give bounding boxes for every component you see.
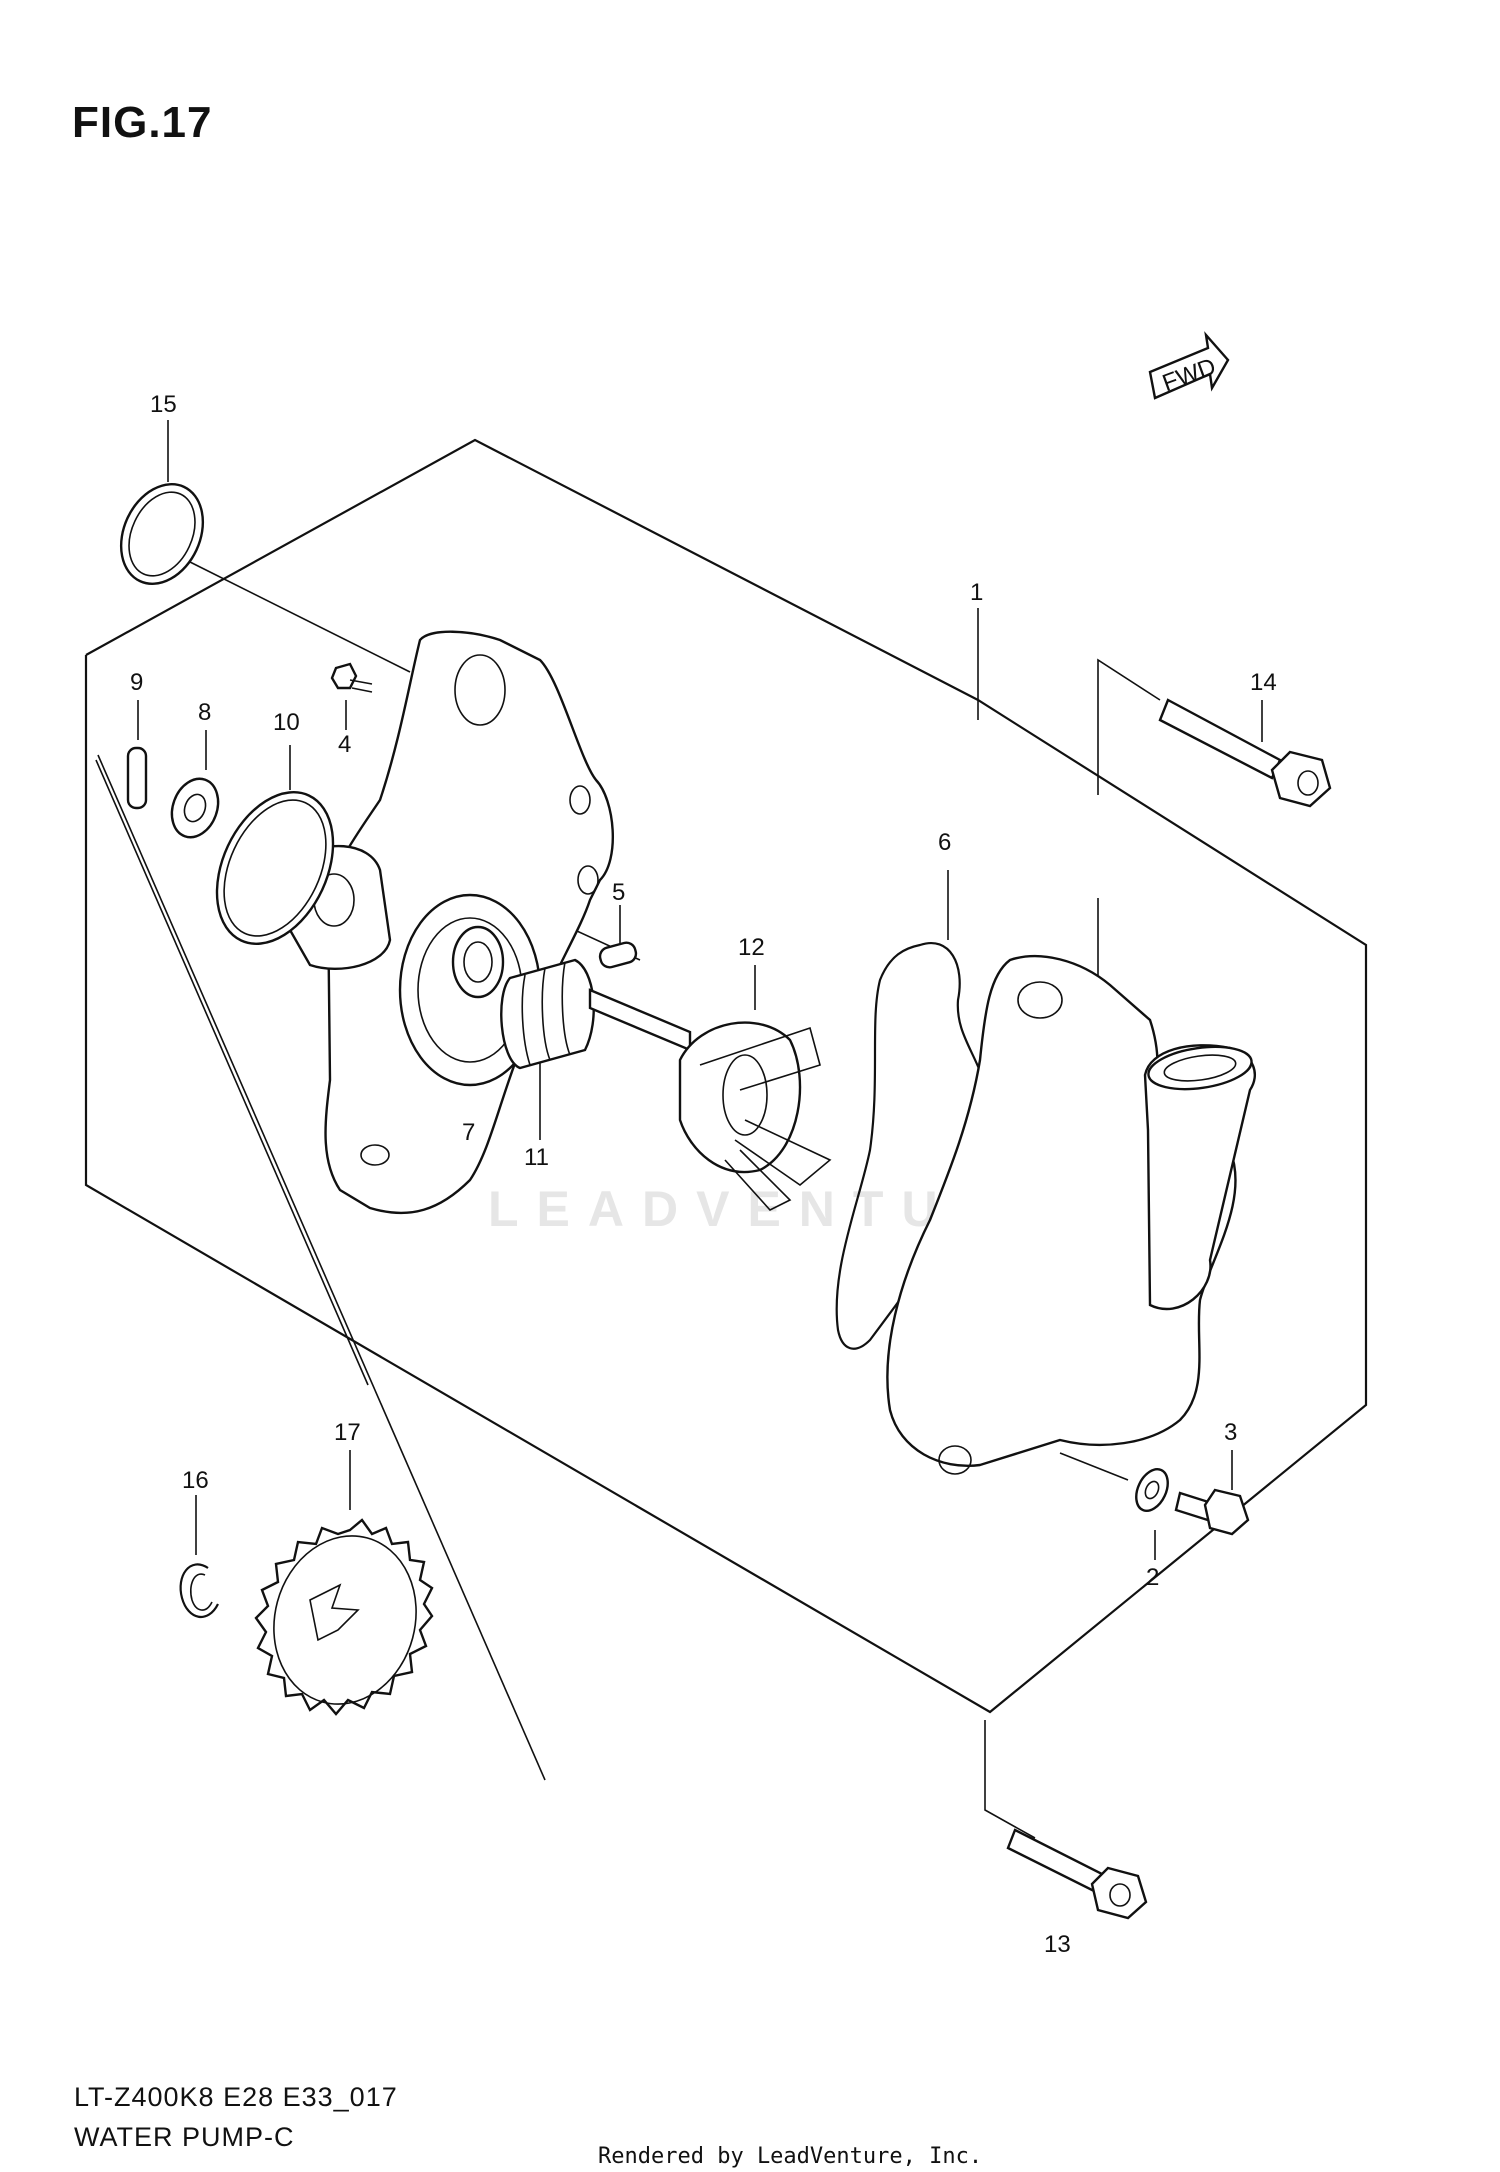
callout-8: 8: [198, 699, 211, 726]
callout-3: 3: [1224, 1419, 1237, 1446]
callout-4: 4: [338, 731, 351, 758]
water-pump-cover: [886, 954, 1257, 1475]
fwd-arrow-icon: FWD: [1148, 331, 1230, 400]
figure-title: FIG.17: [72, 98, 213, 147]
callout-16: 16: [182, 1467, 209, 1494]
part-10-o-ring: [215, 791, 335, 945]
pump-body: [288, 630, 615, 1215]
callout-10: 10: [273, 709, 300, 736]
part-14-bolt: [1158, 698, 1332, 808]
part-7-seal: [451, 925, 505, 999]
part-13-bolt: [1006, 1828, 1148, 1920]
part-15-o-ring: [119, 483, 205, 585]
callout-5: 5: [612, 879, 625, 906]
callout-12: 12: [738, 934, 765, 961]
assembly-outline: [84, 438, 1368, 1781]
render-credit: Rendered by LeadVenture, Inc.: [598, 2144, 983, 2169]
part-9-pin: [126, 746, 148, 810]
callout-17: 17: [334, 1419, 361, 1446]
part-17-gear: [254, 1518, 434, 1716]
part-11-mechanical-seal: [500, 958, 595, 1070]
callout-15: 15: [150, 391, 177, 418]
part-5-dowel: [598, 941, 638, 969]
part-4-bolt: [330, 662, 373, 693]
callout-2: 2: [1146, 1564, 1159, 1591]
diagram-code: LT-Z400K8 E28 E33_017: [74, 2082, 398, 2112]
callout-7: 7: [462, 1119, 475, 1146]
part-16-circlip: [179, 1563, 219, 1619]
callout-14: 14: [1250, 669, 1277, 696]
callout-labels: 15 1 14 9 8 10 4 6 5 12 7 11 3 2 13 16 1…: [130, 391, 1277, 1958]
callout-9: 9: [130, 669, 143, 696]
callout-6: 6: [938, 829, 951, 856]
part-2-washer: [1135, 1468, 1169, 1512]
callout-11: 11: [524, 1144, 549, 1171]
part-3-bolt: [1174, 1488, 1250, 1536]
callout-13: 13: [1044, 1931, 1071, 1958]
part-6-gasket: [835, 942, 992, 1350]
callout-1: 1: [970, 579, 983, 606]
diagram-name: WATER PUMP-C: [74, 2122, 295, 2152]
part-8-washer: [170, 777, 220, 839]
part-12-impeller-shaft: [588, 988, 832, 1211]
